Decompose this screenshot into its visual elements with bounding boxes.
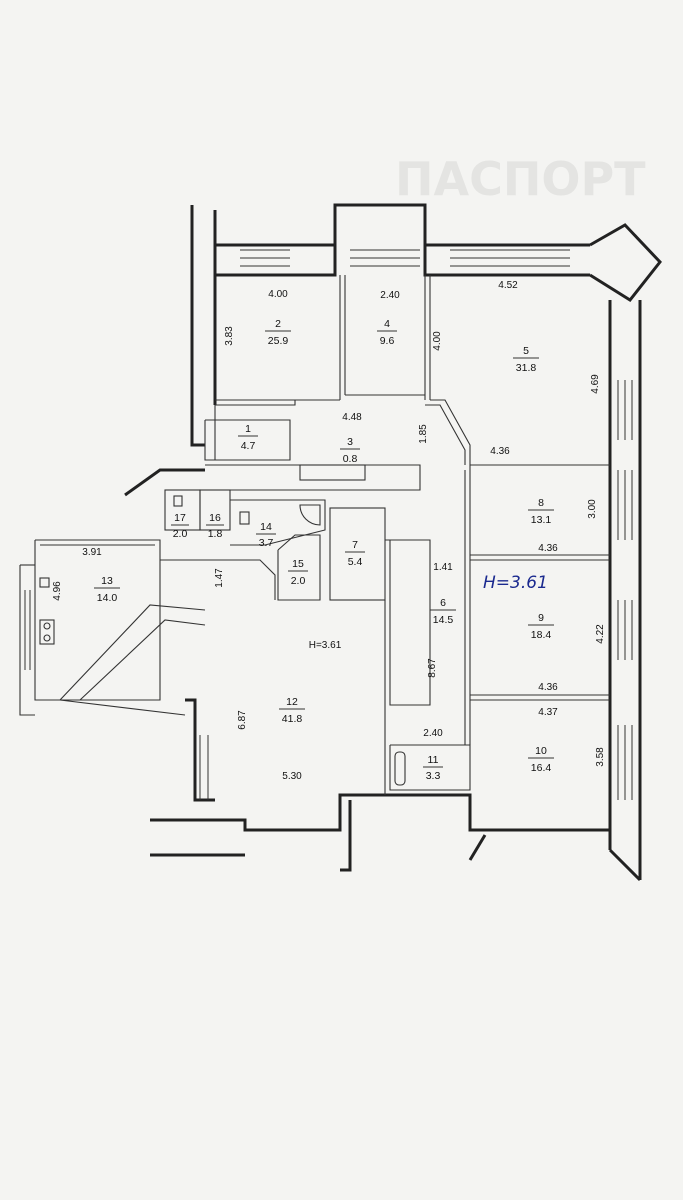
dimension-label: 4.36 <box>490 446 510 457</box>
room-area: 41.8 <box>282 713 303 725</box>
room-14: 14 3.7 <box>256 521 276 549</box>
room-area: 3.3 <box>426 770 441 782</box>
room-number: 8 <box>538 497 544 509</box>
room-8: 8 13.1 <box>528 497 554 526</box>
room-number: 3 <box>347 436 353 448</box>
dimension-label: 1.85 <box>418 424 429 444</box>
watermark-text: ПАСПОРТ <box>395 152 646 206</box>
room-number: 14 <box>260 521 272 533</box>
dimension-label: 3.83 <box>224 326 235 346</box>
room-1: 1 4.7 <box>238 423 258 452</box>
interior-walls <box>19 275 610 795</box>
room-6: 6 14.5 <box>430 597 456 626</box>
dimension-label: 1.41 <box>433 562 453 573</box>
dimension-label: 3.00 <box>587 499 598 519</box>
dimension-label: 6.87 <box>237 710 248 730</box>
room-number: 17 <box>174 512 186 524</box>
room-7: 7 5.4 <box>345 539 365 568</box>
room-number: 15 <box>292 558 304 570</box>
dimension-label: 4.36 <box>538 543 558 554</box>
dimension-label: 4.00 <box>432 331 443 351</box>
dimension-label: 3.58 <box>595 747 606 767</box>
dimension-label: 4.52 <box>498 280 518 291</box>
outer-walls <box>124 203 662 882</box>
room-area: 2.0 <box>173 528 188 540</box>
dimension-label: 3.91 <box>82 547 102 558</box>
dimension-label: 2.40 <box>423 728 443 739</box>
room-area: 5.4 <box>348 556 363 568</box>
room-number: 1 <box>245 423 251 435</box>
room-9: 9 18.4 <box>528 612 554 641</box>
room-area: 4.7 <box>241 440 256 452</box>
room-area: 3.7 <box>259 537 274 549</box>
dimension-label: 4.48 <box>342 412 362 423</box>
ceiling-height-label: H=3.61 <box>309 640 342 651</box>
room-16: 16 1.8 <box>206 512 224 540</box>
room-3: 3 0.8 <box>340 436 360 465</box>
room-15: 15 2.0 <box>288 558 308 587</box>
room-area: 1.8 <box>208 528 223 540</box>
dimension-label: 4.69 <box>590 374 601 394</box>
room-area: 13.1 <box>531 514 552 526</box>
room-area: 2.0 <box>291 575 306 587</box>
room-area: 0.8 <box>343 453 358 465</box>
room-area: 14.5 <box>433 614 454 626</box>
room-area: 16.4 <box>531 762 552 774</box>
windows <box>24 249 633 800</box>
dimension-label: 4.22 <box>595 624 606 644</box>
room-area: 9.6 <box>380 335 395 347</box>
room-number: 10 <box>535 745 547 757</box>
dimension-label: 4.00 <box>268 289 288 300</box>
room-4: 4 9.6 <box>377 318 397 347</box>
room-area: 14.0 <box>97 592 118 604</box>
dimension-label: 4.96 <box>52 581 63 601</box>
dimension-label: 2.40 <box>380 290 400 301</box>
room-area: 31.8 <box>516 362 537 374</box>
dimension-label: 4.36 <box>538 682 558 693</box>
room-number: 16 <box>209 512 221 524</box>
dimension-labels: 4.00 2.40 4.52 3.83 4.00 4.69 4.48 1.8 5 … <box>52 280 606 782</box>
dimension-label: 4.37 <box>538 707 558 718</box>
dimension-label: 1.47 <box>214 568 225 588</box>
room-labels: 1 4.7 2 25.9 3 0.8 4 9.6 5 31.8 6 14.5 <box>94 318 554 782</box>
fixtures <box>39 495 406 786</box>
room-11: 11 3.3 <box>423 754 443 782</box>
room-number: 4 <box>384 318 390 330</box>
room-number: 5 <box>523 345 529 357</box>
room-number: 9 <box>538 612 544 624</box>
room-17: 17 2.0 <box>171 512 189 540</box>
room-area: 18.4 <box>531 629 552 641</box>
room-number: 2 <box>275 318 281 330</box>
room-number: 12 <box>286 696 298 708</box>
room-2: 2 25.9 <box>265 318 291 347</box>
room-number: 11 <box>428 754 439 766</box>
dimension-label: 5.30 <box>282 771 302 782</box>
room-number: 6 <box>440 597 446 609</box>
room-5: 5 31.8 <box>513 345 539 374</box>
handwritten-note: H=3.61 <box>483 573 548 593</box>
dimension-label: 8.67 <box>427 658 438 678</box>
room-number: 7 <box>352 539 358 551</box>
room-area: 25.9 <box>268 335 289 347</box>
room-number: 13 <box>101 575 113 587</box>
room-13: 13 14.0 <box>94 575 120 604</box>
room-12: 12 41.8 <box>279 696 305 725</box>
room-10: 10 16.4 <box>528 745 554 774</box>
